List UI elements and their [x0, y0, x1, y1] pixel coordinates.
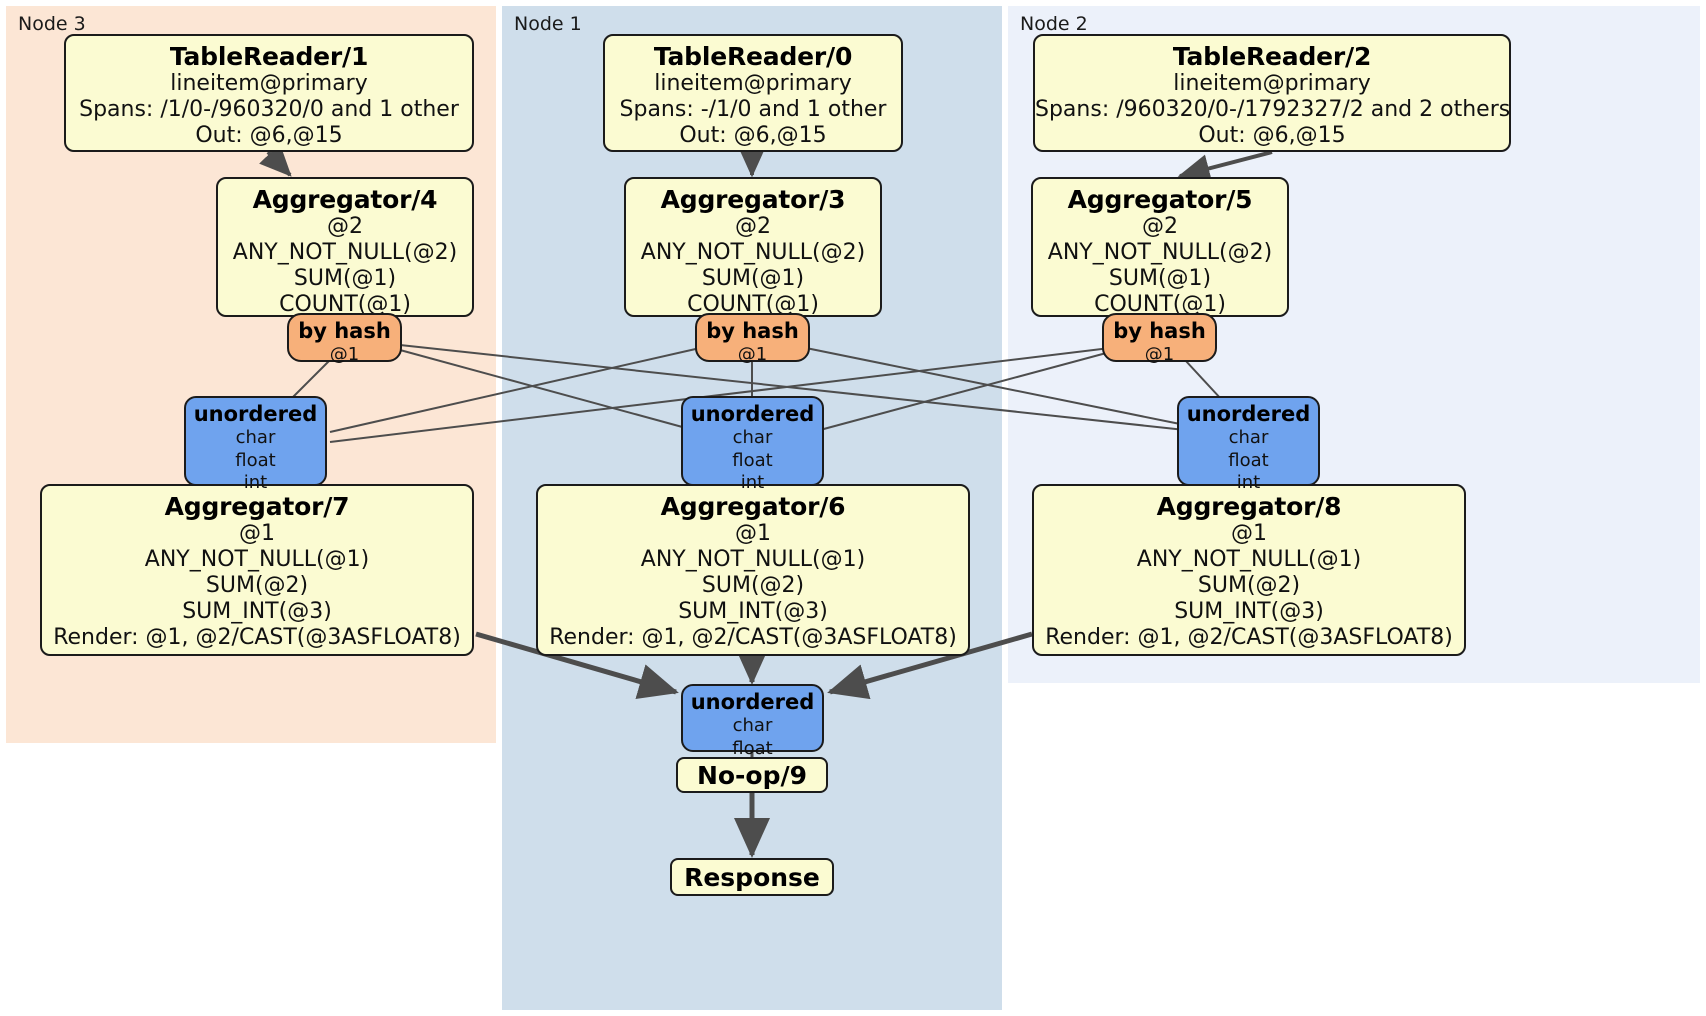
- aggregator-3-group: @2: [735, 214, 771, 239]
- unordered-router-8[interactable]: unordered char float int: [1177, 396, 1320, 493]
- table-reader-1[interactable]: TableReader/1 lineitem@primary Spans: /1…: [64, 34, 474, 152]
- unordered-router-9-type-0: char: [732, 715, 773, 737]
- unordered-router-8-title: unordered: [1186, 402, 1311, 426]
- unordered-router-6[interactable]: unordered char float int: [681, 396, 824, 493]
- unordered-router-8-type-2: int: [1236, 472, 1261, 494]
- unordered-router-8-type-1: float: [1228, 449, 1269, 471]
- aggregator-8-func-2: SUM_INT(@3): [1174, 598, 1324, 624]
- table-reader-0[interactable]: TableReader/0 lineitem@primary Spans: -/…: [603, 34, 903, 152]
- aggregator-7[interactable]: Aggregator/7 @1 ANY_NOT_NULL(@1) SUM(@2)…: [40, 484, 474, 656]
- aggregator-4-func-1: SUM(@1): [293, 265, 397, 291]
- hash-router-5-title: by hash: [1113, 319, 1206, 343]
- table-reader-0-title: TableReader/0: [653, 42, 853, 71]
- panel-node2-label: Node 2: [1020, 13, 1088, 35]
- hash-router-3-title: by hash: [706, 319, 799, 343]
- aggregator-4-func-2: COUNT(@1): [279, 291, 411, 317]
- unordered-router-7-type-0: char: [235, 427, 276, 449]
- aggregator-6-func-2: SUM_INT(@3): [678, 598, 828, 624]
- table-reader-1-title: TableReader/1: [169, 42, 369, 71]
- unordered-router-9-type-1: float: [732, 737, 773, 759]
- unordered-router-6-type-0: char: [732, 427, 773, 449]
- aggregator-3-func-0: ANY_NOT_NULL(@2): [640, 239, 866, 265]
- table-reader-0-spans: Spans: -/1/0 and 1 other: [619, 96, 887, 122]
- unordered-router-6-title: unordered: [690, 402, 815, 426]
- aggregator-3-func-2: COUNT(@1): [687, 291, 819, 317]
- table-reader-2[interactable]: TableReader/2 lineitem@primary Spans: /9…: [1033, 34, 1511, 152]
- table-reader-0-out: Out: @6,@15: [679, 122, 827, 148]
- hash-router-5-column: @1: [1144, 344, 1175, 366]
- aggregator-6-render: Render: @1, @2/CAST(@3ASFLOAT8): [549, 624, 957, 650]
- response-node[interactable]: Response: [670, 858, 834, 896]
- table-reader-2-title: TableReader/2: [1172, 42, 1372, 71]
- hash-router-4[interactable]: by hash @1: [287, 313, 402, 365]
- no-op-9[interactable]: No-op/9: [676, 757, 828, 793]
- aggregator-8[interactable]: Aggregator/8 @1 ANY_NOT_NULL(@1) SUM(@2)…: [1032, 484, 1466, 656]
- unordered-router-7-title: unordered: [193, 402, 318, 426]
- table-reader-2-out: Out: @6,@15: [1198, 122, 1346, 148]
- hash-router-5[interactable]: by hash @1: [1102, 313, 1217, 365]
- aggregator-5-title: Aggregator/5: [1067, 185, 1253, 214]
- unordered-router-9[interactable]: unordered char float: [681, 684, 824, 759]
- unordered-router-9-title: unordered: [690, 690, 815, 714]
- table-reader-1-table: lineitem@primary: [170, 71, 368, 96]
- hash-router-3-column: @1: [737, 344, 768, 366]
- aggregator-7-func-2: SUM_INT(@3): [182, 598, 332, 624]
- aggregator-7-func-1: SUM(@2): [205, 572, 309, 598]
- hash-router-3[interactable]: by hash @1: [695, 313, 810, 365]
- unordered-router-8-type-0: char: [1228, 427, 1269, 449]
- aggregator-7-group: @1: [239, 521, 275, 546]
- aggregator-8-func-1: SUM(@2): [1197, 572, 1301, 598]
- response-label: Response: [684, 862, 820, 892]
- hash-router-4-title: by hash: [298, 319, 391, 343]
- aggregator-5-func-0: ANY_NOT_NULL(@2): [1047, 239, 1273, 265]
- aggregator-6-func-0: ANY_NOT_NULL(@1): [640, 546, 866, 572]
- unordered-router-7[interactable]: unordered char float int: [184, 396, 327, 493]
- unordered-router-6-type-2: int: [740, 472, 765, 494]
- aggregator-6[interactable]: Aggregator/6 @1 ANY_NOT_NULL(@1) SUM(@2)…: [536, 484, 970, 656]
- aggregator-5[interactable]: Aggregator/5 @2 ANY_NOT_NULL(@2) SUM(@1)…: [1031, 177, 1289, 317]
- aggregator-3-func-1: SUM(@1): [701, 265, 805, 291]
- aggregator-8-render: Render: @1, @2/CAST(@3ASFLOAT8): [1045, 624, 1453, 650]
- aggregator-4-group: @2: [327, 214, 363, 239]
- aggregator-3[interactable]: Aggregator/3 @2 ANY_NOT_NULL(@2) SUM(@1)…: [624, 177, 882, 317]
- aggregator-8-group: @1: [1231, 521, 1267, 546]
- aggregator-6-group: @1: [735, 521, 771, 546]
- aggregator-3-title: Aggregator/3: [660, 185, 846, 214]
- aggregator-4[interactable]: Aggregator/4 @2 ANY_NOT_NULL(@2) SUM(@1)…: [216, 177, 474, 317]
- panel-node3-label: Node 3: [18, 13, 86, 35]
- table-reader-2-spans: Spans: /960320/0-/1792327/2 and 2 others: [1035, 96, 1511, 122]
- table-reader-2-table: lineitem@primary: [1173, 71, 1371, 96]
- aggregator-7-title: Aggregator/7: [164, 492, 350, 521]
- aggregator-8-title: Aggregator/8: [1156, 492, 1342, 521]
- aggregator-4-title: Aggregator/4: [252, 185, 438, 214]
- aggregator-5-func-2: COUNT(@1): [1094, 291, 1226, 317]
- table-reader-0-table: lineitem@primary: [654, 71, 852, 96]
- aggregator-6-title: Aggregator/6: [660, 492, 846, 521]
- aggregator-4-func-0: ANY_NOT_NULL(@2): [232, 239, 458, 265]
- unordered-router-7-type-2: int: [243, 472, 268, 494]
- table-reader-1-spans: Spans: /1/0-/960320/0 and 1 other: [79, 96, 459, 122]
- aggregator-8-func-0: ANY_NOT_NULL(@1): [1136, 546, 1362, 572]
- aggregator-5-group: @2: [1142, 214, 1178, 239]
- unordered-router-6-type-1: float: [732, 449, 773, 471]
- unordered-router-7-type-1: float: [235, 449, 276, 471]
- table-reader-1-out: Out: @6,@15: [195, 122, 343, 148]
- panel-node1-label: Node 1: [514, 13, 582, 35]
- aggregator-7-func-0: ANY_NOT_NULL(@1): [144, 546, 370, 572]
- aggregator-7-render: Render: @1, @2/CAST(@3ASFLOAT8): [53, 624, 461, 650]
- aggregator-6-func-1: SUM(@2): [701, 572, 805, 598]
- aggregator-5-func-1: SUM(@1): [1108, 265, 1212, 291]
- no-op-9-label: No-op/9: [696, 760, 808, 790]
- hash-router-4-column: @1: [329, 344, 360, 366]
